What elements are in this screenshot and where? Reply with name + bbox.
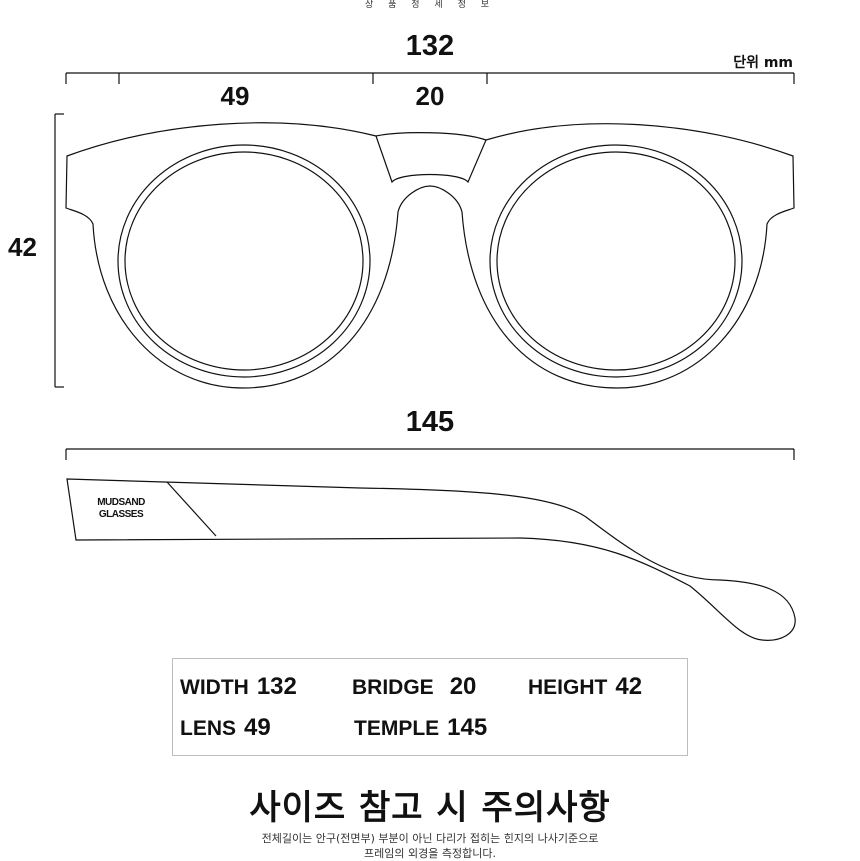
right-lens-inner	[496, 151, 736, 371]
spec-box: WIDTH 132 BRIDGE 20 HEIGHT 42 LENS 49 TEMPLE…	[172, 658, 688, 756]
product-detail-header: 상 품 정 세 정 보	[365, 0, 495, 10]
spec-bridge-value: 20	[449, 673, 477, 700]
caution-line-2: 프레임의 외경을 측정합니다.	[364, 847, 496, 860]
spec-lens-label: LENS	[180, 717, 237, 740]
frame-front-outline	[65, 122, 795, 389]
caution-line-1: 전체길이는 안구(전면부) 부분이 아닌 다리가 접히는 힌지의 나사기준으로	[261, 832, 599, 845]
temple-brand-logo: MUDSAND GLASSES	[92, 497, 150, 521]
right-lens	[489, 144, 743, 378]
temple-outline	[66, 478, 796, 641]
spec-width-label: WIDTH	[180, 676, 249, 699]
spec-bridge-label: BRIDGE	[352, 676, 434, 699]
brand-line-2: GLASSES	[98, 509, 144, 520]
bridge-width-value: 20	[415, 81, 445, 111]
caution-text: 전체길이는 안구(전면부) 부분이 아닌 다리가 접히는 힌지의 나사기준으로 …	[0, 831, 860, 861]
height-dimension-line	[54, 113, 64, 388]
spec-height-label: HEIGHT	[528, 676, 608, 699]
spec-height-value: 42	[615, 673, 643, 700]
caution-title: 사이즈 참고 시 주의사항	[249, 788, 611, 828]
lens-width-value: 49	[220, 81, 250, 111]
temple-length-value: 145	[405, 406, 455, 438]
spec-lens: LENS 49	[180, 714, 271, 742]
frame-height-value: 42	[8, 232, 37, 262]
spec-temple-value: 145	[447, 714, 488, 741]
spec-height: HEIGHT 42	[528, 673, 642, 701]
spec-width: WIDTH 132	[180, 673, 297, 701]
width-dimension-line	[65, 72, 795, 84]
temple-divider	[166, 481, 217, 537]
spec-temple: TEMPLE 145	[354, 714, 487, 742]
left-lens	[117, 144, 371, 378]
temple-dimension-line	[65, 448, 795, 460]
total-width-value: 132	[405, 30, 455, 62]
spec-lens-value: 49	[244, 714, 271, 741]
unit-label: 단위 mm	[733, 55, 793, 71]
spec-width-value: 132	[256, 673, 297, 700]
spec-temple-label: TEMPLE	[354, 717, 440, 740]
brand-line-1: MUDSAND	[97, 497, 145, 508]
bridge-detail	[375, 135, 487, 184]
spec-bridge: BRIDGE 20	[352, 673, 476, 701]
left-lens-inner	[124, 151, 364, 371]
